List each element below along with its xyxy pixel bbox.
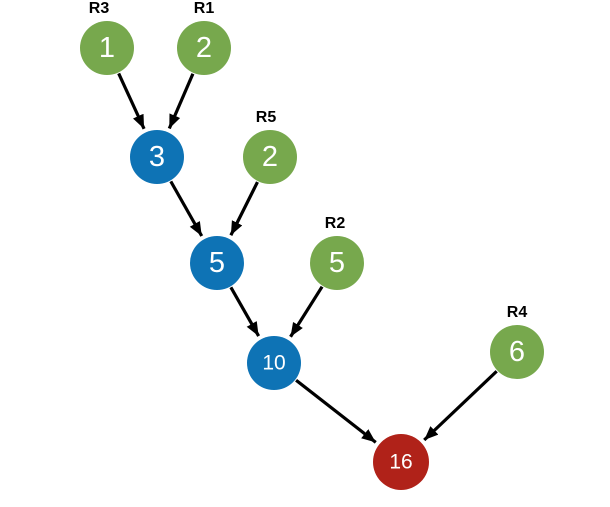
input-node-circle — [80, 21, 134, 75]
node-value: 10 — [262, 352, 285, 375]
edges-layer — [117, 72, 498, 444]
node-value: 6 — [509, 336, 525, 368]
input-node-n6: 5 R2 — [310, 215, 364, 290]
input-node-circle — [490, 325, 544, 379]
node-value: 5 — [209, 247, 225, 279]
edge-arrow-n3-to-n5 — [169, 180, 204, 237]
node-value: 1 — [99, 32, 115, 64]
node-value: 2 — [196, 32, 212, 64]
node-value: 3 — [149, 141, 165, 173]
input-node-n1: 1 R3 — [80, 0, 134, 75]
edge-arrow-n2-to-n3 — [167, 73, 195, 130]
register-label: R3 — [89, 0, 110, 17]
edge-arrow-n9-to-n8 — [423, 370, 498, 442]
edge-arrow-n4-to-n5 — [229, 181, 259, 236]
partial-node-circle — [247, 336, 301, 390]
input-node-circle — [177, 21, 231, 75]
input-node-n2: 2 R1 — [177, 0, 231, 75]
edge-arrow-n6-to-n7 — [289, 285, 324, 338]
result-node-circle — [373, 434, 429, 490]
node-value: 2 — [262, 141, 278, 173]
partial-node-n7: 10 — [247, 336, 301, 390]
partial-node-n5: 5 — [190, 236, 244, 290]
register-label: R5 — [256, 109, 277, 126]
edge-arrow-n5-to-n7 — [229, 286, 261, 337]
partial-node-circle — [190, 236, 244, 290]
node-value: 5 — [329, 247, 345, 279]
partial-node-n3: 3 — [130, 130, 184, 184]
input-node-n9: 6 R4 — [490, 304, 544, 379]
input-node-circle — [243, 130, 297, 184]
input-node-n4: 2 R5 — [243, 109, 297, 184]
register-label: R2 — [325, 215, 346, 232]
edge-arrow-n7-to-n8 — [295, 378, 377, 444]
partial-node-circle — [130, 130, 184, 184]
edge-arrow-n1-to-n3 — [117, 72, 146, 130]
register-label: R4 — [507, 304, 528, 321]
result-node-n8: 16 — [373, 434, 429, 490]
register-label: R1 — [194, 0, 215, 17]
node-value: 16 — [389, 451, 412, 474]
input-node-circle — [310, 236, 364, 290]
